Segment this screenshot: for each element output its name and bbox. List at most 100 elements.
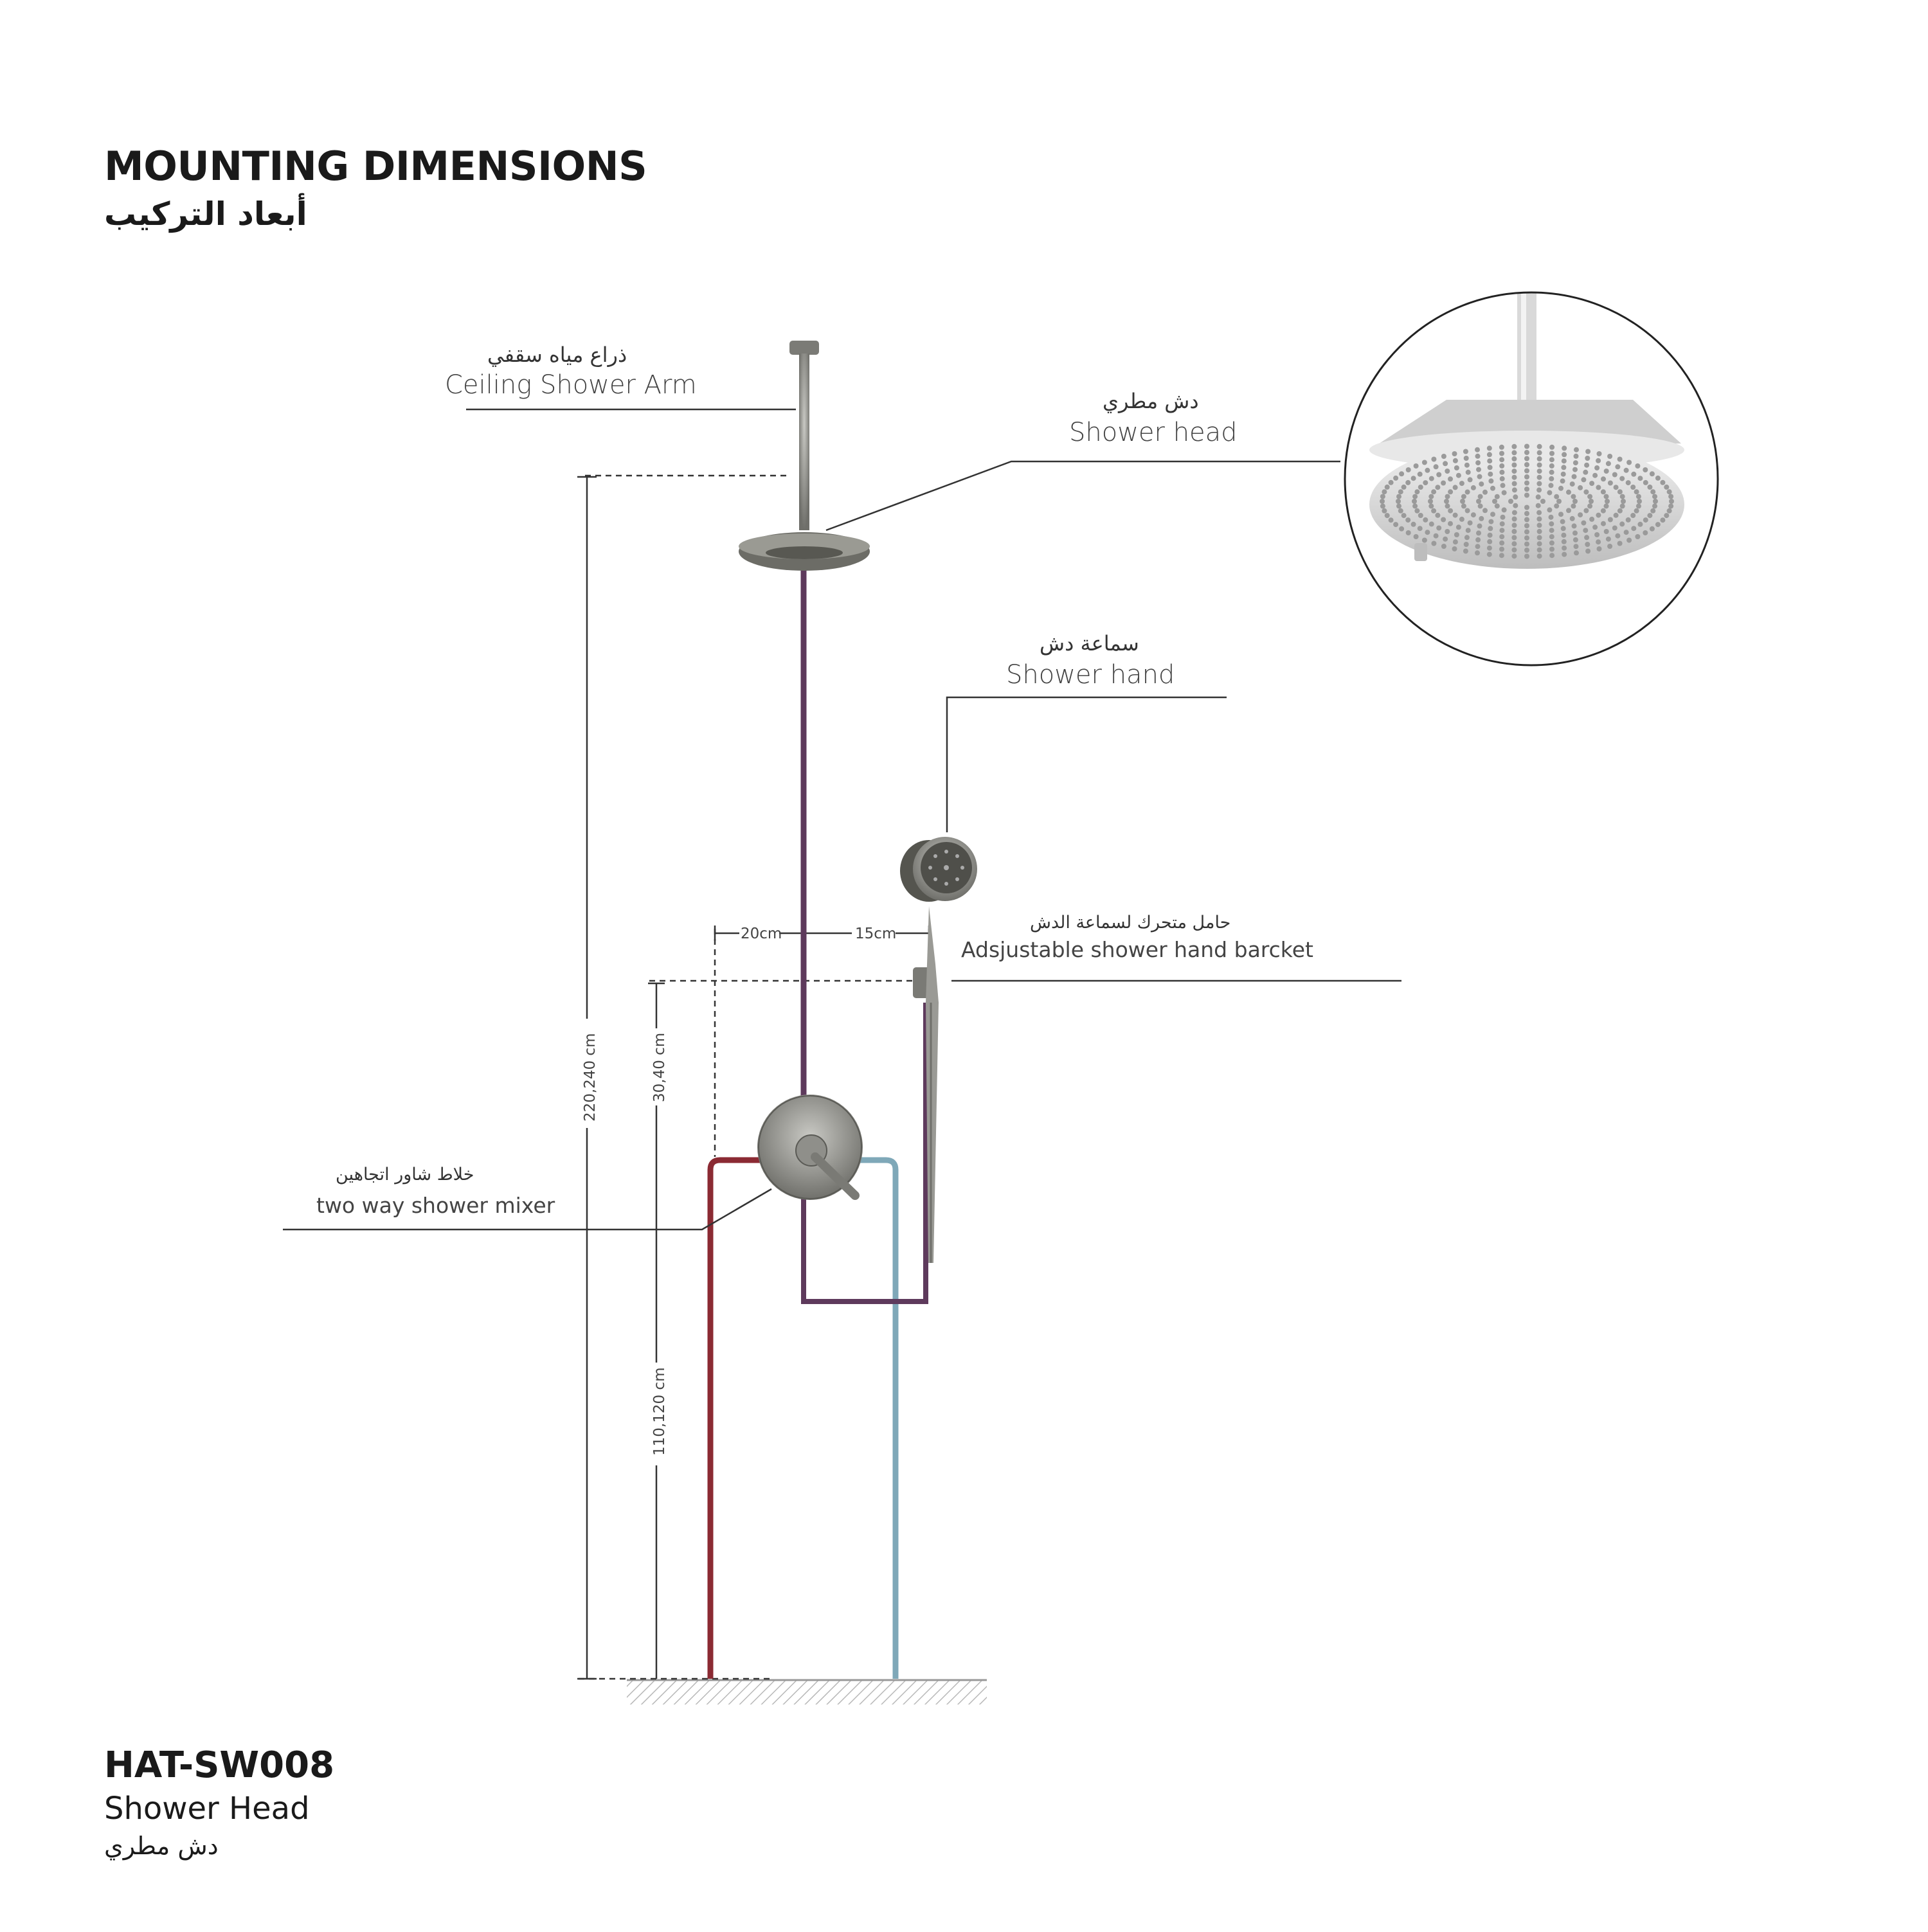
mixed-pipe-to-hand	[801, 1003, 928, 1304]
nozzle-dot	[1619, 503, 1625, 509]
nozzle-dot	[1524, 541, 1529, 547]
nozzle-dot	[1476, 467, 1481, 472]
nozzle-dot	[1428, 476, 1434, 481]
nozzle-dot	[1637, 521, 1643, 527]
nozzle-dot	[1405, 479, 1411, 485]
nozzle-dot	[1554, 503, 1560, 509]
nozzle-dot	[1596, 451, 1602, 456]
nozzle-dot	[1433, 464, 1439, 470]
nozzle-dot	[1625, 517, 1631, 523]
nozzle-dot	[1600, 489, 1606, 495]
nozzle-dot	[1556, 499, 1562, 504]
nozzle-dot	[1487, 532, 1493, 538]
nozzle-dot	[1643, 467, 1648, 472]
nozzle-dot	[1508, 499, 1513, 504]
nozzle-dot	[1536, 474, 1542, 480]
nozzle-dot	[1540, 499, 1545, 504]
nozzle-dot	[1536, 547, 1542, 553]
nozzle-dot	[1571, 523, 1577, 529]
nozzle-dot	[1605, 499, 1610, 504]
nozzle-dot	[1587, 503, 1593, 509]
page-title-arabic: أبعاد التركيب	[104, 195, 307, 233]
nozzle-dot	[1536, 541, 1542, 547]
nozzle-dot	[1643, 517, 1648, 523]
nozzle-dot	[1601, 476, 1606, 482]
nozzle-dot	[1499, 521, 1505, 527]
nozzle-dot	[1417, 471, 1423, 477]
nozzle-dot	[1464, 508, 1470, 514]
nozzle-dot	[1467, 477, 1473, 483]
product-name: Shower Head	[104, 1791, 310, 1827]
nozzle-dot	[1585, 542, 1590, 547]
detail-nozzles	[1380, 443, 1674, 559]
nozzle-dot	[1428, 494, 1434, 499]
nozzle-dot	[1626, 537, 1632, 543]
nozzle-dot	[1649, 526, 1655, 532]
nozzle-dot	[1463, 548, 1468, 554]
nozzle-dot	[1524, 553, 1529, 559]
nozzle-dot	[1524, 511, 1529, 516]
nozzle-dot	[1571, 474, 1577, 479]
nozzle-dot	[1572, 537, 1578, 542]
nozzle-dot	[1637, 499, 1642, 504]
nozzle-dot	[1388, 479, 1394, 485]
nozzle-dot	[1511, 535, 1517, 541]
nozzle-dot	[1441, 544, 1446, 549]
nozzle-dot	[1594, 465, 1600, 470]
nozzle-dot	[1488, 478, 1494, 484]
nozzle-dot	[1401, 484, 1407, 490]
nozzle-dot	[1475, 447, 1480, 452]
nozzle-dot	[1536, 487, 1542, 493]
nozzle-dot	[1607, 454, 1613, 459]
nozzle-dot	[1499, 463, 1505, 469]
nozzle-dot	[1524, 468, 1529, 474]
nozzle-dot	[1536, 469, 1542, 474]
nozzle-dot	[1596, 485, 1601, 490]
nozzle-dot	[1600, 508, 1606, 514]
nozzle-dot	[1412, 503, 1418, 509]
label-bracket-ar: حامل متحرك لسماعة الدش	[1030, 913, 1231, 933]
nozzle-dot	[1566, 508, 1571, 514]
nozzle-dot	[1445, 503, 1450, 509]
nozzle-dot	[1594, 532, 1600, 537]
nozzle-dot	[1548, 483, 1554, 488]
nozzle-dot	[1428, 503, 1434, 509]
nozzle-dot	[1445, 494, 1450, 499]
nozzle-dot	[1596, 546, 1602, 551]
nozzle-dot	[1511, 481, 1517, 487]
nozzle-dot	[1431, 489, 1437, 495]
nozzle-dot	[1562, 551, 1567, 557]
nozzle-dot	[1441, 454, 1446, 459]
nozzle-dot	[1479, 515, 1484, 521]
nozzle-dot	[1549, 540, 1554, 546]
nozzle-dot	[1536, 481, 1542, 487]
nozzle-dot	[1549, 546, 1554, 552]
nozzle-dot	[1547, 490, 1553, 496]
nozzle-dot	[1605, 536, 1611, 542]
nozzle-dot	[1583, 489, 1589, 495]
nozzle-dot	[1603, 529, 1609, 534]
nozzle-dot	[1461, 503, 1466, 509]
nozzle-dot	[1435, 485, 1441, 490]
label-mixer-ar: خلاط شاور اتجاهين	[336, 1165, 474, 1185]
nozzle-dot	[1401, 513, 1407, 519]
nozzle-dot	[1619, 521, 1625, 527]
nozzle-dot	[1660, 479, 1666, 485]
nozzle-dot	[1561, 539, 1567, 544]
detail-nut	[1414, 543, 1427, 561]
nozzle-dot	[1448, 521, 1453, 526]
nozzle-dot	[1475, 544, 1481, 550]
nozzle-dot	[1476, 530, 1481, 536]
hot-water-pipe	[707, 1157, 771, 1679]
nozzle-dot	[1581, 477, 1587, 483]
nozzle-dot	[1536, 535, 1542, 541]
nozzle-dot	[1492, 499, 1497, 504]
nozzle-dot	[1621, 499, 1626, 504]
nozzle-dot	[1511, 528, 1517, 534]
nozzle-dot	[1475, 453, 1481, 459]
nozzle-dot	[1585, 456, 1590, 461]
nozzle-dot	[1619, 476, 1625, 481]
nozzle-dot	[1583, 508, 1589, 514]
nozzle-dot	[1482, 489, 1488, 495]
nozzle-dot	[1572, 530, 1578, 536]
